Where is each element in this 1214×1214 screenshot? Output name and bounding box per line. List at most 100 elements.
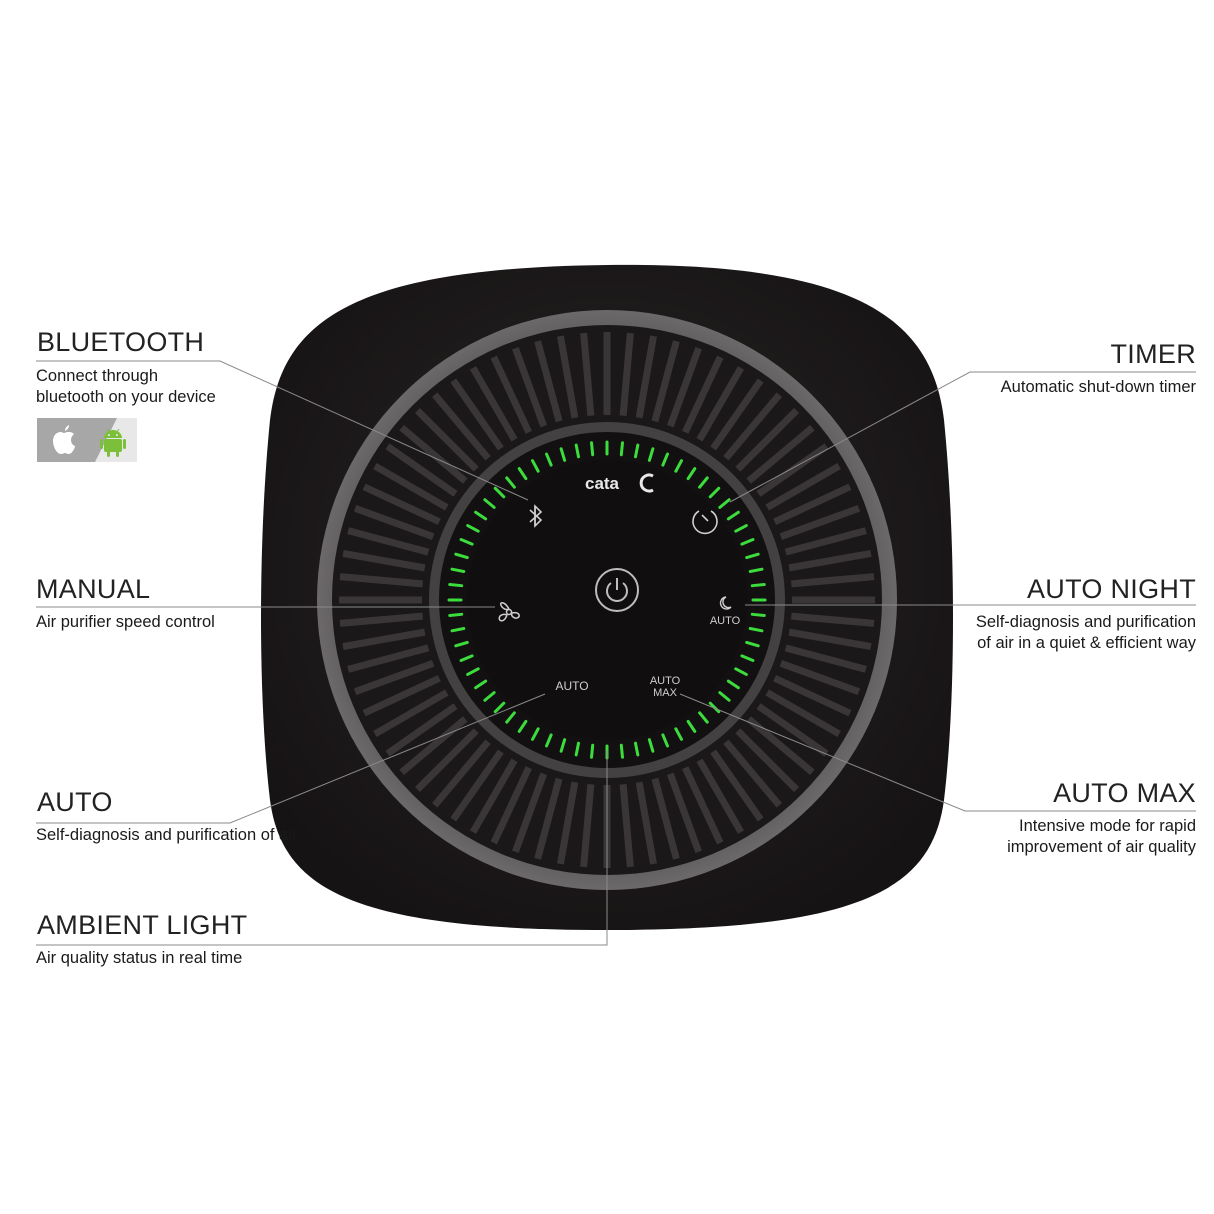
grille-slat xyxy=(347,527,430,556)
led-segment xyxy=(661,452,669,467)
grille-slat xyxy=(790,573,875,588)
led-segment xyxy=(718,691,731,702)
led-segment xyxy=(750,612,766,617)
auto-night-title: AUTO NIGHT xyxy=(1026,574,1196,604)
grille-slat xyxy=(385,703,458,757)
auto-night-desc-2: of air in a quiet & efficient way xyxy=(977,634,1196,652)
control-panel xyxy=(467,460,747,740)
grille-slat xyxy=(469,366,518,442)
timer-icon[interactable] xyxy=(692,510,718,535)
grille-slat xyxy=(580,783,595,868)
manual-title: MANUAL xyxy=(36,574,151,604)
grille-slat xyxy=(788,550,872,572)
led-segment xyxy=(459,538,474,546)
grille-slat xyxy=(784,644,867,673)
led-segment xyxy=(686,719,697,733)
leader-auto-max xyxy=(679,693,1196,812)
moon-icon[interactable] xyxy=(719,596,732,610)
led-segment xyxy=(545,452,553,467)
grille-slat xyxy=(682,355,724,434)
grille-slat xyxy=(756,703,829,757)
grille-slat xyxy=(450,378,504,451)
led-segment xyxy=(718,498,731,509)
led-segment xyxy=(466,524,480,533)
led-segment xyxy=(505,476,516,489)
grille-slat xyxy=(512,772,548,854)
grille-slat xyxy=(373,462,449,511)
grille-slat xyxy=(619,332,634,417)
bluetooth-desc-1: Connect through xyxy=(36,367,159,385)
led-segment xyxy=(531,727,540,741)
grille-slat xyxy=(373,689,449,738)
android-icon xyxy=(100,428,126,457)
grille-slat xyxy=(779,505,861,541)
ambient-light-title: AMBIENT LIGHT xyxy=(37,910,248,940)
grille-slat xyxy=(619,783,634,868)
grille-slat xyxy=(385,443,458,497)
grille-slat xyxy=(534,340,563,423)
grille-slat xyxy=(635,781,657,865)
led-segment xyxy=(726,510,740,521)
grille-slat xyxy=(353,659,435,695)
grille-slat xyxy=(696,366,745,442)
led-segment xyxy=(531,459,540,473)
grille-slat xyxy=(347,644,430,673)
grille-slat xyxy=(490,766,532,845)
grille-slat xyxy=(765,689,841,738)
grille-slat xyxy=(666,772,702,854)
grille-slat xyxy=(723,392,782,461)
grille-slat xyxy=(339,573,424,588)
auto-night-button-label[interactable]: AUTO xyxy=(710,615,741,627)
led-segment xyxy=(474,510,488,521)
auto-max-button-label-1[interactable]: AUTO xyxy=(650,675,681,687)
led-segment xyxy=(750,583,766,588)
grille-slat xyxy=(342,550,426,572)
grille-slat xyxy=(339,612,424,627)
grille-slat xyxy=(512,346,548,428)
led-segment xyxy=(674,727,683,741)
grille-slat xyxy=(746,425,815,484)
led-segment xyxy=(619,743,624,759)
led-segment xyxy=(450,567,466,574)
auto-title: AUTO xyxy=(37,787,113,817)
led-segment xyxy=(619,441,624,457)
led-segment xyxy=(474,679,488,690)
led-segment xyxy=(734,667,748,676)
led-segment xyxy=(745,640,760,648)
grille-slat xyxy=(490,355,532,434)
filter-grille xyxy=(339,332,875,868)
bluetooth-icon[interactable] xyxy=(529,504,543,528)
grille-slat xyxy=(735,408,799,472)
leader-timer xyxy=(729,371,1196,503)
grille-slat xyxy=(353,505,435,541)
timer-title: TIMER xyxy=(1110,339,1196,369)
grille-slat xyxy=(399,425,468,484)
led-segment xyxy=(748,626,764,633)
grille-slat xyxy=(735,728,799,792)
fan-icon[interactable] xyxy=(498,602,520,622)
grille-slat xyxy=(746,716,815,775)
led-segment xyxy=(459,654,474,662)
auto-button-label[interactable]: AUTO xyxy=(555,679,588,693)
timer-desc: Automatic shut-down timer xyxy=(1000,378,1196,396)
led-segment xyxy=(708,486,721,499)
auto-night-desc-1: Self-diagnosis and purification xyxy=(975,613,1196,631)
grille-slat xyxy=(710,378,764,451)
grille-slat xyxy=(682,766,724,845)
leader-auto xyxy=(36,693,546,824)
auto-max-button-label-2[interactable]: MAX xyxy=(653,687,678,699)
grille-slat xyxy=(784,527,867,556)
led-segment xyxy=(647,447,655,462)
grille-slat xyxy=(756,443,829,497)
grille-slat xyxy=(635,335,657,419)
grille-slat xyxy=(788,628,872,650)
auto-max-title: AUTO MAX xyxy=(1053,778,1196,808)
led-segment xyxy=(448,583,464,588)
manual-desc: Air purifier speed control xyxy=(36,613,215,631)
led-segment xyxy=(545,733,553,748)
led-segment xyxy=(674,459,683,473)
grille-slat xyxy=(415,408,479,472)
power-button[interactable] xyxy=(595,568,639,612)
power-icon xyxy=(606,582,628,602)
